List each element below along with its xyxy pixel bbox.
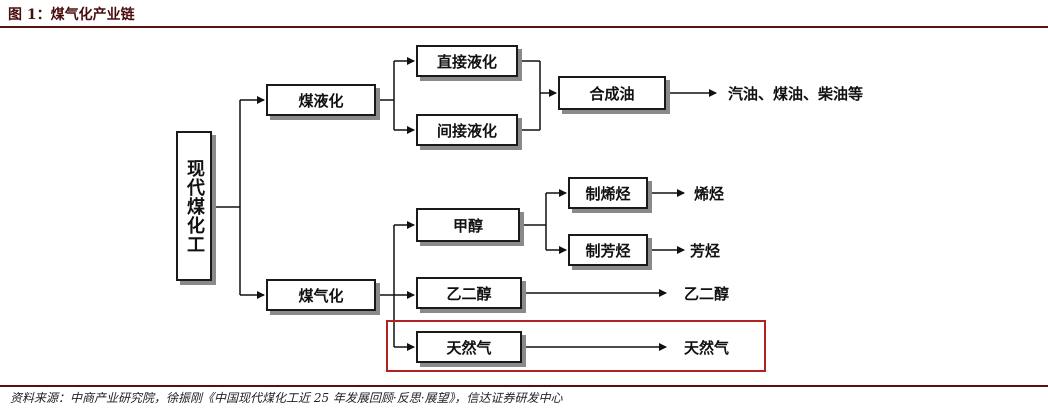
title-bar: 图 1：煤气化产业链 (0, 0, 1048, 28)
aromatics-process-node: 制芳烃 (568, 234, 648, 266)
ethylene-glycol-label: 乙二醇 (446, 284, 492, 303)
olefins-product-label: 烯烃 (694, 185, 725, 203)
olefins-process-label: 制烯烃 (585, 184, 631, 203)
natural-gas-label: 天然气 (446, 338, 492, 357)
ethylene-glycol-node: 乙二醇 (416, 277, 522, 309)
source-note: 资料来源：中商产业研究院，徐振刚《中国现代煤化工近 25 年发展回顾·反思·展望… (10, 391, 563, 405)
indirect-liquefaction-label: 间接液化 (436, 121, 497, 140)
root-node: 现代煤化工 (176, 131, 212, 281)
natural-gas-highlight-frame (386, 320, 766, 372)
gasification-node: 煤气化 (266, 279, 376, 311)
liquefaction-node-label: 煤液化 (298, 91, 344, 110)
aromatics-process-label: 制芳烃 (585, 241, 631, 260)
methanol-node: 甲醇 (416, 208, 520, 242)
aromatics-product-label: 芳烃 (690, 242, 721, 260)
liquefaction-node: 煤液化 (266, 84, 376, 116)
direct-liquefaction-node: 直接液化 (416, 45, 518, 77)
oil-products-label: 汽油、煤油、柴油等 (728, 85, 864, 103)
root-node-label: 现代煤化工 (184, 158, 205, 254)
synthetic-oil-label: 合成油 (589, 84, 635, 103)
ethylene-glycol-product-label: 乙二醇 (684, 285, 730, 303)
methanol-label: 甲醇 (452, 216, 483, 235)
natural-gas-node: 天然气 (416, 331, 522, 363)
indirect-liquefaction-node: 间接液化 (416, 114, 518, 146)
synthetic-oil-node: 合成油 (558, 76, 666, 110)
gasification-node-label: 煤气化 (298, 286, 344, 305)
olefins-process-node: 制烯烃 (568, 177, 648, 209)
natural-gas-product-label: 天然气 (684, 339, 730, 357)
direct-liquefaction-label: 直接液化 (436, 52, 497, 71)
footer-divider (0, 385, 1048, 387)
figure-title: 图 1：煤气化产业链 (8, 7, 135, 23)
